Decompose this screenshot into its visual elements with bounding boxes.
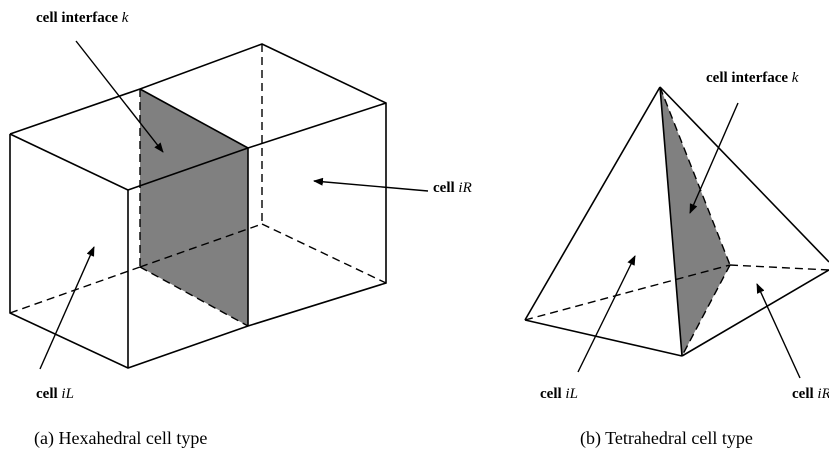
hex-interface-pointer (75, 40, 164, 153)
hex-visible-edges (9, 43, 387, 369)
tet-interface-label: cell interface k (706, 70, 799, 86)
tet-left-cell-pointer (577, 255, 636, 373)
hex-caption: (a) Hexahedral cell type (34, 428, 207, 449)
tet-left-cell-label: cell iL (540, 386, 578, 402)
tet-right-cell-pointer (756, 283, 801, 379)
hex-interface-label: cell interface k (36, 10, 129, 26)
hex-left-cell-label: cell iL (36, 386, 74, 402)
hex-left-cell-pointer (39, 246, 95, 370)
tet-visible-edges (524, 86, 829, 357)
tet-right-cell-label: cell iR (792, 386, 829, 402)
tet-hidden-edges (524, 86, 829, 357)
tet-interface-face (660, 87, 730, 356)
hex-right-cell-label: cell iR (433, 180, 472, 196)
tet-interface-pointer (689, 102, 739, 214)
tet-caption: (b) Tetrahedral cell type (580, 428, 753, 449)
hex-interface-face (140, 89, 248, 326)
tetrahedral-diagram: cell interface k cell iL cell iR (b) Tet… (524, 70, 829, 449)
hexahedral-diagram: cell interface k cell iR cell iL (a) Hex… (9, 10, 472, 449)
hex-right-cell-pointer (313, 177, 429, 192)
